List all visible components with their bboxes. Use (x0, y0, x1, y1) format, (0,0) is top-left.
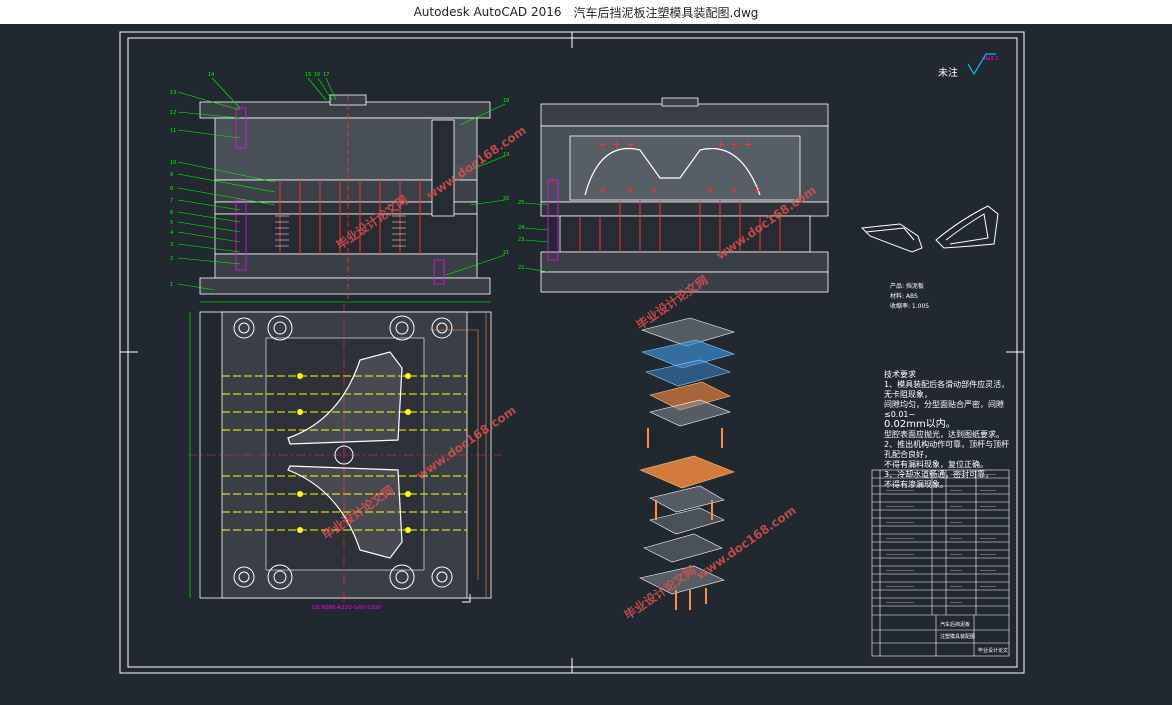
svg-text:———————: ——————— (886, 536, 914, 541)
svg-text:4: 4 (170, 230, 173, 236)
svg-text:———————: ——————— (886, 552, 914, 557)
svg-text:———————: ——————— (886, 504, 914, 509)
svg-text:+: + (706, 184, 715, 197)
title-school: 毕业设计论文 (978, 647, 1008, 654)
svg-text:+: + (716, 138, 725, 151)
title-drawing-name: 注塑模具装配图 (940, 633, 975, 640)
svg-text:9: 9 (170, 172, 173, 178)
svg-text:———: ——— (950, 504, 962, 509)
svg-text:16: 16 (314, 72, 320, 78)
svg-text:———————: ——————— (886, 584, 914, 589)
app-title: Autodesk AutoCAD 2016 (413, 5, 562, 19)
material-line: 收缩率: 1.005 (890, 303, 930, 310)
svg-text:5: 5 (170, 220, 173, 226)
svg-text:———————: ——————— (886, 568, 914, 573)
svg-text:———: ——— (950, 552, 962, 557)
svg-text:24: 24 (518, 225, 524, 231)
svg-text:+: + (626, 138, 635, 151)
material-line: 产品: 挡泥板 (890, 283, 924, 290)
tech-line: 0.02mm以内。 (884, 419, 956, 430)
material-notes: 产品: 挡泥板 材料: ABS 收缩率: 1.005 (890, 282, 929, 312)
svg-text:23: 23 (518, 237, 524, 243)
roughness-symbol (967, 53, 996, 75)
svg-text:10: 10 (170, 160, 176, 166)
svg-text:14: 14 (208, 72, 214, 78)
svg-text:15: 15 (305, 72, 311, 78)
svg-text:17: 17 (323, 72, 329, 78)
svg-text:————: ———— (980, 488, 996, 493)
svg-text:———: ——— (950, 584, 962, 589)
svg-text:———: ——— (950, 520, 962, 525)
tech-line: 2、推出机构动作可靠，顶杆与顶杆孔配合良好， (884, 440, 1010, 459)
svg-text:7: 7 (170, 198, 173, 204)
window-titlebar: Autodesk AutoCAD 2016 汽车后挡泥板注塑模具装配图.dwg (0, 0, 1172, 24)
drawing-frame (119, 31, 1025, 674)
part-3d-views[interactable] (860, 205, 999, 253)
tech-line: 间隙均匀，分型面贴合严密，间隙≤0.01~ (884, 400, 1004, 419)
tech-title: 技术要求 (884, 370, 916, 379)
svg-text:————: ———— (980, 504, 996, 509)
svg-text:11: 11 (170, 128, 176, 134)
tech-line: 1、模具装配后各滑动部件应灵活，无卡阻现象， (884, 380, 1010, 399)
svg-text:+: + (650, 184, 659, 197)
svg-text:21: 21 (503, 250, 509, 256)
tech-line: 不得有渗漏现象。 (884, 480, 948, 489)
watermark-cn-4: 毕业设计论文网 (621, 562, 698, 622)
exploded-assembly[interactable] (639, 317, 736, 610)
svg-text:———: ——— (950, 536, 962, 541)
svg-text:+: + (752, 184, 761, 197)
technical-requirements: 技术要求 1、模具装配后各滑动部件应灵活，无卡阻现象， 间隙均匀，分型面贴合严密… (884, 370, 1014, 490)
tech-line: 不得有漏料现象，复位正确。 (884, 460, 988, 469)
svg-text:———————: ——————— (886, 520, 914, 525)
svg-text:———————: ——————— (886, 472, 914, 477)
svg-text:19: 19 (503, 152, 509, 158)
svg-text:————: ———— (980, 552, 996, 557)
svg-text:12: 12 (170, 110, 176, 116)
svg-text:1: 1 (170, 282, 173, 288)
svg-text:+: + (612, 138, 621, 151)
svg-text:———————: ——————— (886, 488, 914, 493)
tech-line: 3、冷却水道畅通，密封可靠， (884, 470, 994, 479)
parts-list-table[interactable] (871, 469, 1010, 657)
svg-text:22: 22 (518, 265, 524, 271)
svg-text:————: ———— (980, 536, 996, 541)
title-part-name: 汽车后挡泥板 (940, 621, 970, 628)
svg-text:18: 18 (503, 98, 509, 104)
svg-text:+: + (744, 138, 753, 151)
right-section-view[interactable]: + + + + + + + + + + + + 25 24 23 22 (518, 97, 829, 293)
svg-text:+: + (598, 184, 607, 197)
svg-text:13: 13 (170, 90, 176, 96)
svg-text:———: ——— (950, 568, 962, 573)
svg-text:25: 25 (518, 200, 524, 206)
svg-text:———————: ——————— (886, 600, 914, 605)
parts-list-text: —————————————— —————————————— ——————————… (886, 472, 996, 605)
roughness-value: Ra3.2 (984, 56, 998, 62)
svg-text:————: ———— (980, 568, 996, 573)
file-name: 汽车后挡泥板注塑模具装配图.dwg (573, 5, 759, 20)
svg-text:+: + (626, 184, 635, 197)
material-line: 材料: ABS (890, 293, 918, 300)
svg-text:3: 3 (170, 242, 173, 248)
svg-text:6: 6 (170, 210, 173, 216)
svg-text:———: ——— (950, 472, 962, 477)
svg-text:2: 2 (170, 256, 173, 262)
svg-text:20: 20 (503, 196, 509, 202)
svg-text:———: ——— (950, 600, 962, 605)
roughness-label: 未注 (938, 68, 958, 79)
dimension-label: GS 6060-A120-G60-S100 (312, 605, 382, 611)
svg-text:———: ——— (950, 488, 962, 493)
svg-text:————: ———— (980, 472, 996, 477)
plan-view[interactable]: GS 6060-A120-G60-S100 (188, 301, 502, 611)
svg-text:+: + (730, 184, 739, 197)
svg-text:————: ———— (980, 584, 996, 589)
svg-text:8: 8 (170, 186, 173, 192)
tech-line: 型腔表面应抛光，达到图纸要求。 (884, 430, 1004, 439)
svg-text:+: + (598, 138, 607, 151)
svg-text:+: + (730, 138, 739, 151)
